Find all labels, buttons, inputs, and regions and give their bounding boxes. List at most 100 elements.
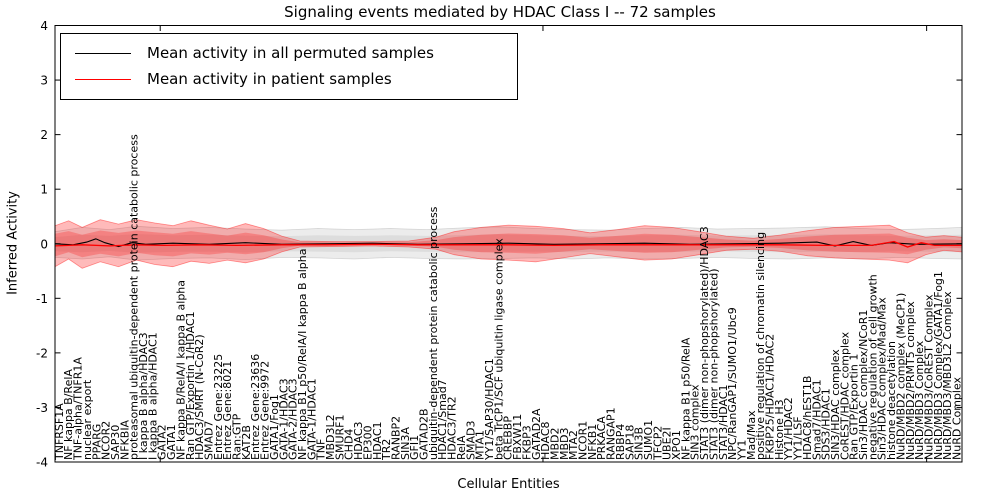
entity-label: SMAD7 — [202, 421, 215, 460]
entity-label: CREBBP — [502, 416, 515, 460]
entity-label: PPARG — [90, 424, 103, 460]
entity-label: nuclear export — [81, 379, 94, 460]
entity-label: NuRD/MBD3 Complex/GATA1/Fog1 — [932, 271, 945, 460]
entity-label: GATA2 — [156, 424, 169, 460]
band-core — [55, 230, 962, 258]
patient-line-swatch — [75, 78, 131, 80]
entity-label: beta TrCP1/SCF ubiquitin ligase complex — [492, 238, 505, 460]
entity-label: MBD3L2 — [324, 414, 337, 460]
entity-label: RBBP4 — [614, 424, 627, 460]
y-tick-label: 0 — [40, 237, 48, 251]
entity-label: NFKB1 — [586, 424, 599, 460]
legend-item-patient: Mean activity in patient samples — [61, 66, 517, 92]
entity-label: Sin3/HDAC complex/Mad/Max — [876, 297, 889, 460]
entity-label: HDAC8 — [539, 421, 552, 460]
entity-label: SIN3/HDAC complex — [829, 349, 842, 460]
entity-label: SDS3/HDAC1 — [820, 388, 833, 460]
y-tick-label: -2 — [36, 346, 48, 360]
entity-label: Entrez Gene:9972 — [259, 361, 272, 460]
entity-label: SUMO1 — [642, 420, 655, 460]
entity-label: MBD3 — [558, 427, 571, 460]
entity-label: Ran GTP/Exportin 1 — [848, 354, 861, 460]
entity-label: SMURF1 — [333, 415, 346, 461]
entity-label: HDAC3 — [352, 421, 365, 460]
entity-label: MTA2 — [567, 430, 580, 460]
entity-label: Ran:GTP — [231, 413, 244, 460]
entity-label: EP300 — [361, 425, 374, 460]
entity-label: GATA1/Fog1 — [268, 394, 281, 460]
entity-label: CoREST/HDAC complex — [838, 331, 851, 460]
entity-label: NuRD/MBD3/CoREST Complex — [922, 294, 935, 460]
entity-label: NCOR1 — [577, 421, 590, 460]
chart-title: Signaling events mediated by HDAC Class … — [284, 3, 716, 21]
entity-label: NuRD/MBD2 complex (MeCP1) — [894, 293, 907, 460]
entity-label: NF kappa B1 p50/RelA — [679, 337, 692, 460]
entity-label: Histone H3 — [773, 399, 786, 460]
entity-label: HDAC8/hEST1B — [801, 376, 814, 460]
entity-label: TNF — [315, 439, 328, 461]
entity-label: NF kappa B/RelA — [62, 369, 75, 460]
entity-label: HDAC1 — [371, 421, 384, 460]
entity-label: NuRD/MBD3 Complex — [913, 340, 926, 460]
y-tick-label: 2 — [40, 128, 48, 142]
entity-label: GATAD2A — [530, 408, 543, 460]
entity-label: SAP18 — [623, 425, 636, 460]
entity-label: NCOR2 — [100, 421, 113, 460]
y-axis-label: Inferred Activity — [5, 191, 21, 295]
series-line-patient — [54, 240, 962, 248]
y-tick-label: -1 — [36, 292, 48, 306]
entity-label: SIN3 complex — [689, 384, 702, 460]
entity-label: HDAC1/Smad7 — [436, 379, 449, 460]
entity-label: YY1/LSF — [792, 416, 805, 461]
y-tick-label: 4 — [40, 19, 48, 33]
entity-label: TNFRSF1A — [53, 403, 66, 461]
permuted-line-swatch — [75, 52, 131, 54]
entity-label: HDAC3/SMRT (N-CoR2) — [193, 334, 206, 460]
x-axis-label: Cellular Entities — [457, 477, 560, 492]
entity-label: GATAD2B — [418, 408, 431, 460]
entity-label: YY1/HDAC2 — [782, 397, 795, 461]
entity-label: histone deacetylation — [885, 341, 898, 460]
entity-label: STAT3 (dimer non-phopshorylated)/HDAC3 — [698, 226, 711, 460]
entity-label: RelA — [455, 435, 468, 460]
entity-label: SIN3A — [399, 427, 412, 460]
entity-label: SMAD3 — [464, 421, 477, 460]
y-tick-label: 1 — [40, 183, 48, 197]
entity-label: FKBP3 — [520, 425, 533, 460]
entity-label: Ran GTP/Exportin 1/HDAC1 — [184, 311, 197, 460]
entity-label: Entrez Gene:8021 — [221, 361, 234, 460]
entity-label: ubiquitin-dependent protein catabolic pr… — [427, 206, 440, 460]
entity-label: GATA1 — [165, 424, 178, 460]
entity-label: Mad/Max — [745, 410, 758, 460]
entity-label: YY1 — [735, 440, 748, 461]
entity-label: GFI1 — [408, 435, 421, 460]
entity-label: SAP30 — [109, 425, 122, 460]
entity-label: STAT3/HDAC1 — [717, 384, 730, 460]
entity-label: I kappa B alpha/HDAC3 — [137, 332, 150, 460]
entity-label: I kappa B alpha/HDAC1 — [146, 332, 159, 460]
entity-label: NFKBIA — [118, 419, 131, 460]
entity-label: Sin3/HDAC complex/NCoR1 — [857, 310, 870, 460]
entity-label: YY1/SAP30/HDAC1 — [483, 358, 496, 461]
entity-label: MBD2 — [548, 427, 561, 460]
entity-label: KAT2B — [240, 425, 253, 460]
entity-label: Smad7/HDAC1 — [810, 379, 823, 460]
entity-label: RANBP2 — [389, 416, 402, 460]
axes-frame — [54, 25, 963, 463]
entity-label: NPC/RanGAP1/SUMO1/Ubc9 — [726, 307, 739, 460]
entity-label: NuRD/MBD3/MBD3L2 Complex — [941, 291, 954, 460]
entity-label: proteasomal ubiquitin-dependent protein … — [128, 134, 141, 460]
entity-label: MTA1 — [474, 430, 487, 460]
entity-label: TNF-alpha/TNFR1A — [72, 357, 85, 461]
entity-label: NF kappa B/RelA/I kappa B alpha — [174, 280, 187, 460]
entity-label: NF kappa B1 p50/RelA/I kappa B alpha — [296, 249, 309, 461]
entity-label: GATA-2/HDAC3 — [287, 378, 300, 460]
entity-label: FKBP25/HDAC1/HDAC2 — [764, 334, 777, 460]
legend-label: Mean activity in all permuted samples — [147, 44, 434, 62]
entity-label: PRKACA — [595, 416, 608, 460]
y-tick-label: -3 — [36, 401, 48, 415]
legend-item-permuted: Mean activity in all permuted samples — [61, 40, 517, 66]
entity-label: Entrez Gene:23225 — [212, 354, 225, 460]
